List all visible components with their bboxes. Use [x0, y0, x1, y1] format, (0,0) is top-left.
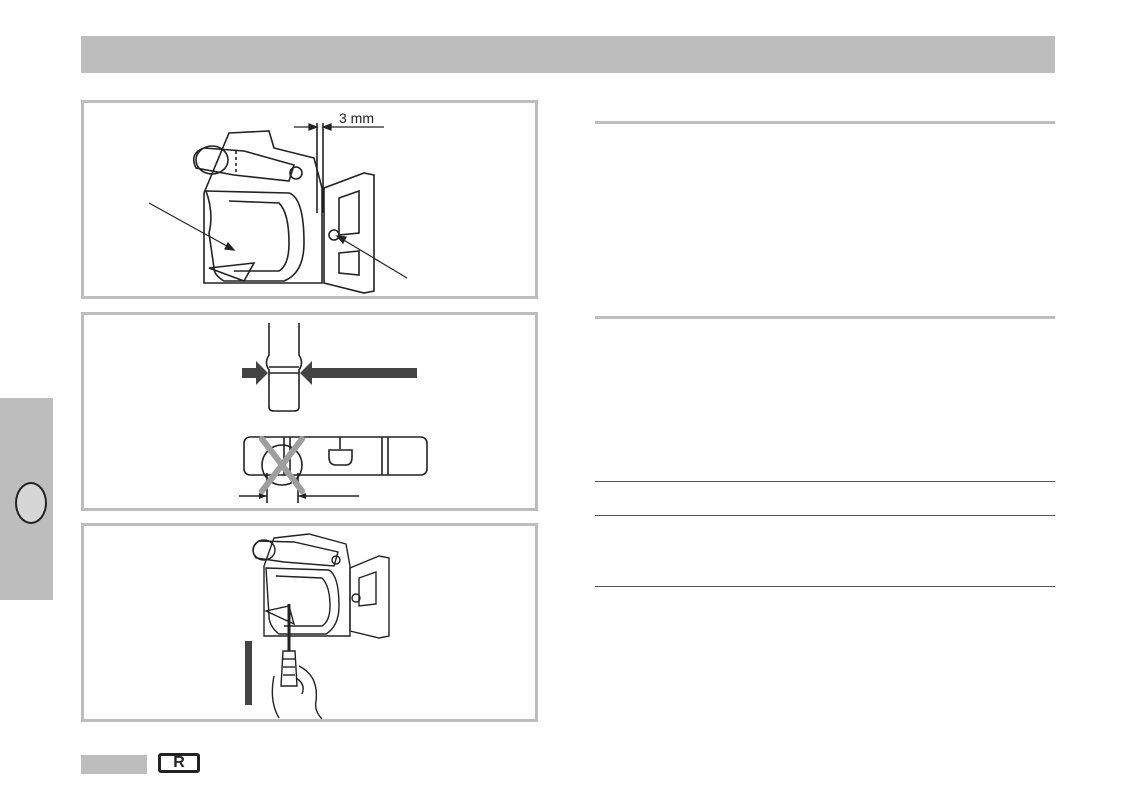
- header-bar: [81, 36, 1055, 73]
- screwdriver-adjust-illustration: [245, 533, 390, 719]
- section-divider-2: [595, 316, 1055, 319]
- dimension-3mm-label: 3 mm: [339, 110, 374, 126]
- pin-inspection-illustration: [239, 323, 428, 503]
- coupler-gap-illustration: 3 mm: [148, 110, 408, 294]
- section-divider-1: [595, 121, 1055, 124]
- language-circle-icon: [15, 482, 47, 524]
- cross-icon: [259, 436, 305, 494]
- table-rule-2: [595, 515, 1055, 516]
- figure-panel-screwdriver-adjust: [81, 523, 538, 722]
- side-tab: [0, 398, 53, 600]
- figure-panel-pin-inspection: [81, 312, 538, 511]
- table-rule-1: [595, 481, 1055, 482]
- figure-panel-coupler-gap: 3 mm: [81, 100, 538, 299]
- adjust-indicator-bar: [245, 641, 252, 705]
- page-number-box: [81, 755, 147, 774]
- r-logo-icon: R: [158, 753, 200, 773]
- r-logo-letter: R: [173, 754, 185, 771]
- table-rule-3: [595, 586, 1055, 587]
